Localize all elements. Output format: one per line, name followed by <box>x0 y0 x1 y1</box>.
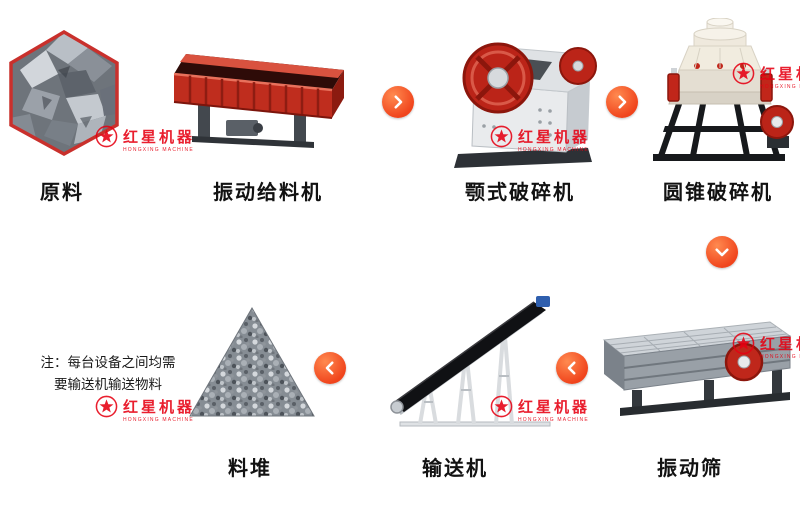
label-jaw-crusher: 颚式破碎机 <box>465 182 575 204</box>
jaw-crusher-icon <box>454 42 597 168</box>
arrow-conveyor-to-stockpile-icon <box>314 352 346 384</box>
brand-name-cn: 红星机器 <box>760 65 800 83</box>
arrow-jaw-to-cone-icon <box>606 86 638 118</box>
brand-name-en: HONGXING MACHINE <box>123 416 194 423</box>
conveyor-note-line1: 注：每台设备之间均需 <box>40 355 176 370</box>
hongxing-star-logo-icon <box>95 395 118 423</box>
brand-name-cn: 红星机器 <box>518 128 591 146</box>
hongxing-star-logo-icon <box>95 125 118 153</box>
hongxing-star-logo-icon <box>490 395 513 423</box>
label-belt-conveyor: 输送机 <box>422 458 488 480</box>
belt-conveyor-icon <box>390 296 551 427</box>
arrow-screen-to-conveyor-icon <box>556 352 588 384</box>
stockpile-icon <box>189 306 315 417</box>
brand-watermark: 红星机器 HONGXING MACHINE <box>95 125 195 153</box>
brand-name-en: HONGXING MACHINE <box>518 146 589 153</box>
hongxing-star-logo-icon <box>732 62 755 90</box>
conveyor-note-line2: 要输送机输送物料 <box>54 377 162 393</box>
brand-watermark: 红星机器 HONGXING MACHINE <box>490 395 590 423</box>
vibrating-screen-icon <box>602 321 792 416</box>
cone-crusher-image <box>645 18 795 168</box>
brand-name-cn: 红星机器 <box>518 398 591 416</box>
brand-name-en: HONGXING MACHINE <box>760 83 800 90</box>
cone-crusher-icon <box>653 18 794 161</box>
brand-watermark: 红星机器 HONGXING MACHINE <box>95 395 195 423</box>
brand-watermark: 红星机器 HONGXING MACHINE <box>490 125 590 153</box>
raw-material-hexagon-icon <box>9 30 119 156</box>
brand-name-en: HONGXING MACHINE <box>760 353 800 360</box>
brand-name-cn: 红星机器 <box>123 128 196 146</box>
brand-name-cn: 红星机器 <box>123 398 196 416</box>
brand-name-cn: 红星机器 <box>760 335 800 353</box>
raw-material-image <box>8 30 120 156</box>
brand-name-en: HONGXING MACHINE <box>123 146 194 153</box>
hongxing-star-logo-icon <box>732 332 755 360</box>
arrow-feeder-to-jaw-icon <box>382 86 414 118</box>
arrow-cone-to-screen-icon <box>706 236 738 268</box>
hongxing-star-logo-icon <box>490 125 513 153</box>
jaw-crusher-image <box>440 22 600 170</box>
label-cone-crusher: 圆锥破碎机 <box>663 182 773 204</box>
label-raw-material: 原料 <box>40 182 84 204</box>
stockpile-image <box>188 306 316 418</box>
label-vibrating-feeder: 振动给料机 <box>213 182 323 204</box>
vibrating-screen-image <box>594 306 796 428</box>
belt-conveyor-image <box>388 290 556 432</box>
brand-watermark: 红星机器 HONGXING MACHINE <box>732 62 800 90</box>
vibrating-feeder-icon <box>173 54 344 148</box>
brand-name-en: HONGXING MACHINE <box>518 416 589 423</box>
label-vibrating-screen: 振动筛 <box>657 458 723 480</box>
brand-watermark: 红星机器 HONGXING MACHINE <box>732 332 800 360</box>
conveyor-note: 注：每台设备之间均需 要输送机输送物料 <box>26 352 190 397</box>
vibrating-feeder-image <box>168 40 353 152</box>
label-stockpile: 料堆 <box>228 458 272 480</box>
